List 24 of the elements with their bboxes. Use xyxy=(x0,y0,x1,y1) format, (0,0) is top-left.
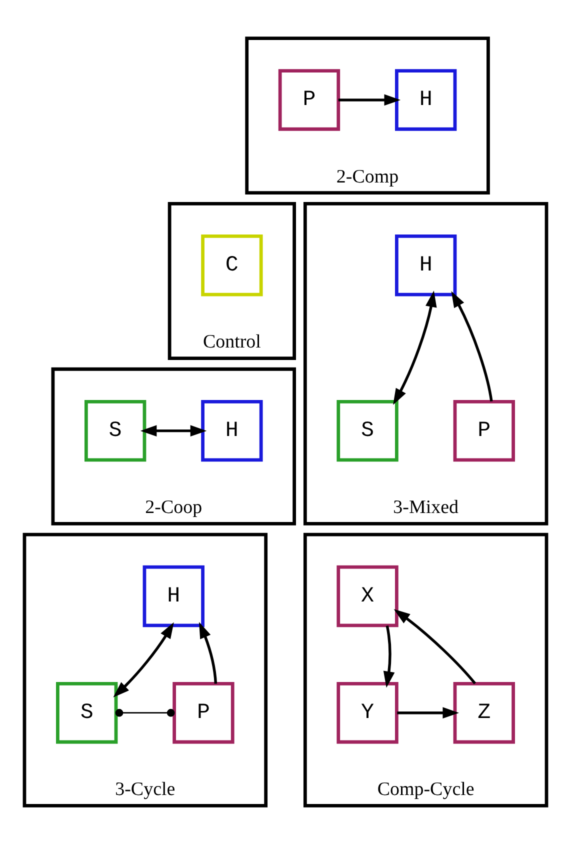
arrow xyxy=(113,622,174,697)
arrow xyxy=(383,624,395,688)
node-box: X xyxy=(336,564,398,627)
node-box: S xyxy=(84,399,146,462)
connector xyxy=(115,708,175,716)
node-box: C xyxy=(201,234,263,296)
node-box: Y xyxy=(336,682,398,744)
node-box: H xyxy=(395,68,457,130)
arrow xyxy=(393,290,437,404)
arrow xyxy=(199,621,218,684)
node-box: H xyxy=(142,564,204,627)
node-box: S xyxy=(336,399,398,462)
node-box: P xyxy=(453,399,515,462)
arrow xyxy=(451,290,493,402)
arrow xyxy=(397,706,460,718)
arrow xyxy=(140,424,207,436)
arrow xyxy=(394,608,476,684)
node-box: H xyxy=(201,399,263,462)
node-box: Z xyxy=(453,682,515,744)
node-box: S xyxy=(56,682,118,744)
arrow xyxy=(338,94,401,106)
node-box: P xyxy=(278,68,340,130)
node-box: P xyxy=(172,682,234,744)
node-box: H xyxy=(395,234,457,296)
